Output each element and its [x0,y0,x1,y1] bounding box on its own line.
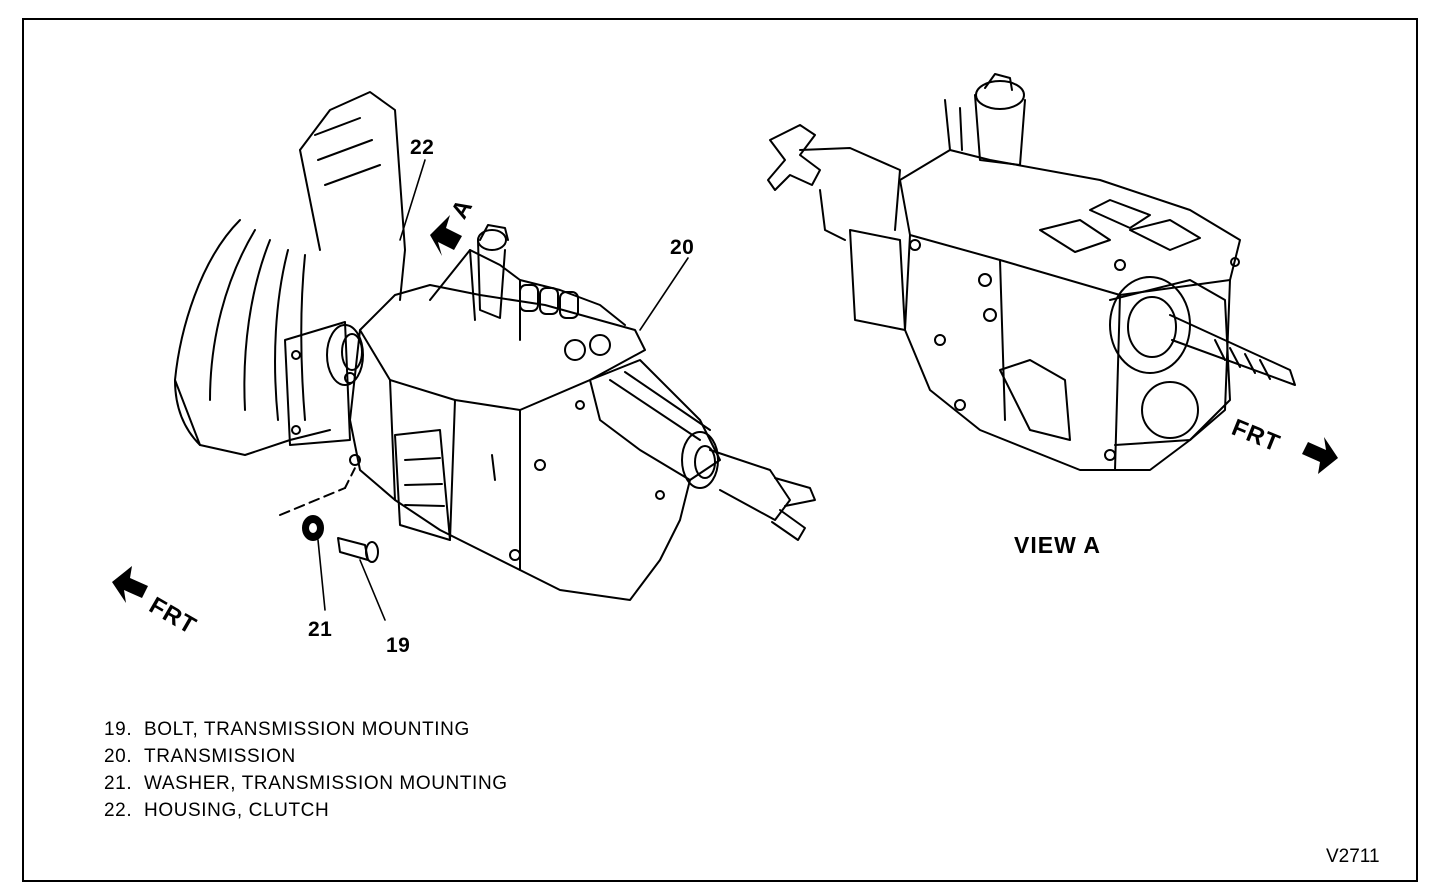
callout-leaders [317,159,689,621]
legend-row: 19. BOLT, TRANSMISSION MOUNTING [104,716,508,743]
view-a-arrow-icon [430,215,462,256]
legend-text: HOUSING, CLUTCH [144,800,330,821]
diagram-frame [22,18,1418,882]
clutch-housing-drawing [174,91,406,456]
front-arrow-left-icon [112,566,148,603]
view-a-transmission-drawing [767,73,1296,471]
callout-19: 19 [386,634,411,657]
bolt-and-washer-drawing [279,467,379,563]
legend-row: 21. WASHER, TRANSMISSION MOUNTING [104,770,508,797]
legend-number: 21. [104,773,133,794]
legend-text: WASHER, TRANSMISSION MOUNTING [144,773,508,794]
legend-number: 19. [104,719,133,740]
figure-id: V2711 [1326,846,1380,867]
legend-number: 20. [104,746,133,767]
legend-row: 20. TRANSMISSION [104,743,508,770]
front-arrow-right-icon [1302,437,1338,474]
legend-row: 22. HOUSING, CLUTCH [104,797,508,824]
legend-text: BOLT, TRANSMISSION MOUNTING [144,719,470,740]
legend-number: 22. [104,800,133,821]
callout-20: 20 [670,236,695,259]
transmission-drawing [326,224,816,601]
callout-21: 21 [308,618,333,641]
view-a-title: VIEW A [1014,532,1101,558]
parts-legend: 19. BOLT, TRANSMISSION MOUNTING 20. TRAN… [104,716,508,824]
legend-text: TRANSMISSION [144,746,296,767]
callout-22: 22 [410,136,435,159]
